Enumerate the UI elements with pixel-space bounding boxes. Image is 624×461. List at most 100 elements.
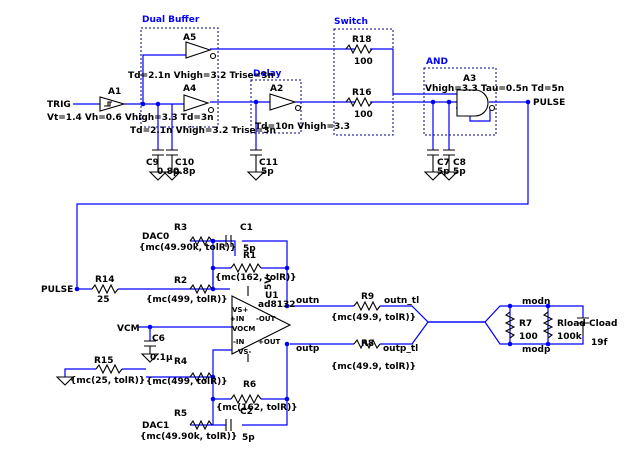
net-label-outp-tl: outp_tl bbox=[383, 344, 418, 354]
a1-name: A1 bbox=[108, 87, 121, 97]
r18-name: R18 bbox=[352, 35, 371, 45]
r1-name: R1 bbox=[243, 251, 256, 261]
a3-params: Vhigh=3.3 Tau=0.5n Td=5n bbox=[425, 84, 564, 94]
capacitor-c10 bbox=[166, 149, 178, 172]
capacitor-c7 bbox=[427, 149, 439, 172]
c6-name: C6 bbox=[152, 334, 165, 344]
resistor-r18 bbox=[345, 43, 373, 55]
resistor-r4 bbox=[189, 371, 213, 383]
r4-value: {mc(499, tolR)} bbox=[146, 377, 228, 387]
resistor-rload bbox=[542, 311, 554, 339]
a2-params: Td=10n Vhigh=3.3 bbox=[255, 122, 350, 132]
c11-value: 5p bbox=[261, 167, 274, 177]
a5-name: A5 bbox=[183, 33, 196, 43]
capacitor-c1 bbox=[225, 235, 232, 247]
opamp-u1 bbox=[231, 295, 292, 355]
r16-name: R16 bbox=[352, 88, 371, 98]
resistor-r7 bbox=[504, 311, 516, 339]
resistor-r5 bbox=[189, 419, 213, 431]
u1-supply: 5V bbox=[264, 277, 274, 290]
cload-value: 19f bbox=[591, 338, 608, 348]
c8-name: C8 bbox=[453, 158, 466, 168]
net-label-pulse-out: PULSE bbox=[533, 98, 565, 108]
schmitt-buffer-a1 bbox=[99, 96, 126, 112]
r14-value: 25 bbox=[97, 295, 110, 305]
c8-value: 5p bbox=[453, 167, 466, 177]
r8-name: R8 bbox=[361, 339, 374, 349]
buffer-a2 bbox=[269, 93, 297, 111]
net-label-outn-tl: outn_tl bbox=[384, 296, 419, 306]
a5-params: Td=2.1n Vhigh=3.2 Trise=3n bbox=[128, 71, 274, 81]
buffer-a4 bbox=[183, 94, 210, 112]
u1-pin-vocm: VOCM bbox=[232, 325, 255, 333]
r16-value: 100 bbox=[354, 110, 373, 120]
delay-box bbox=[250, 79, 302, 134]
a2-name: A2 bbox=[270, 84, 283, 94]
rload-name: Rload bbox=[557, 319, 586, 329]
u1-pin-out-minus: -OUT bbox=[256, 315, 276, 323]
rload-value: 100k bbox=[557, 332, 583, 342]
and-gate-a3 bbox=[456, 89, 489, 117]
a4-params: Td=2.1n Vhigh=3.2 Trise=3n bbox=[130, 126, 276, 136]
c9-name: C9 bbox=[146, 158, 159, 168]
resistor-r1 bbox=[230, 262, 262, 274]
net-label-pulse-in: PULSE bbox=[41, 285, 73, 295]
c7-value: 5p bbox=[437, 167, 450, 177]
resistor-r6 bbox=[230, 393, 262, 405]
r3-value: {mc(49.90k, tolR)} bbox=[139, 243, 236, 253]
a4-name: A4 bbox=[183, 84, 196, 94]
a1-params: Vt=1.4 Vh=0.6 Vhigh=3.3 Td=3n bbox=[47, 113, 214, 123]
resistor-r14 bbox=[91, 283, 119, 295]
r14-name: R14 bbox=[95, 275, 114, 285]
resistor-r2 bbox=[189, 283, 213, 295]
cload-name: Cload bbox=[589, 319, 617, 329]
u1-pin-vs-plus: VS+ bbox=[232, 306, 248, 314]
switch-title: Switch bbox=[334, 17, 368, 27]
delay-title: Delay bbox=[253, 69, 281, 79]
u1-part: ad8132 bbox=[258, 300, 296, 310]
r6-name: R6 bbox=[243, 380, 256, 390]
r2-name: R2 bbox=[174, 276, 187, 286]
c7-name: C7 bbox=[437, 158, 450, 168]
capacitor-c2 bbox=[225, 419, 232, 431]
c9-value: 0.8p bbox=[157, 167, 180, 177]
c2-name: C2 bbox=[240, 407, 253, 417]
dac1-label: DAC1 bbox=[142, 421, 169, 431]
resistor-r16 bbox=[345, 96, 373, 108]
net-label-vcm: VCM bbox=[117, 324, 140, 334]
net-label-modn: modn bbox=[522, 297, 550, 307]
r15-name: R15 bbox=[94, 356, 113, 366]
r4-name: R4 bbox=[174, 357, 187, 367]
r9-value: {mc(49.9, tolR)} bbox=[331, 313, 416, 323]
resistor-r15 bbox=[95, 363, 123, 375]
resistor-r8 bbox=[353, 338, 381, 350]
c1-name: C1 bbox=[240, 223, 253, 233]
r15-value: {mc(25, tolR)} bbox=[70, 376, 145, 386]
u1-pin-in-minus: -IN bbox=[233, 338, 245, 346]
u1-pin-in-plus: +IN bbox=[230, 315, 244, 323]
r5-name: R5 bbox=[174, 409, 187, 419]
and-title: AND bbox=[426, 57, 448, 67]
c6-value: 0.1µ bbox=[150, 353, 173, 363]
dac0-label: DAC0 bbox=[142, 232, 169, 242]
u1-name: U1 bbox=[265, 291, 279, 301]
capacitor-c8 bbox=[443, 149, 455, 172]
capacitor-c9 bbox=[152, 149, 164, 172]
net-label-outp: outp bbox=[296, 344, 320, 354]
r7-name: R7 bbox=[519, 319, 532, 329]
r1-value: {mc(162, tolR)} bbox=[215, 273, 297, 283]
c10-value: 0.8p bbox=[173, 167, 196, 177]
net-label-trig: TRIG bbox=[47, 100, 71, 110]
r3-name: R3 bbox=[174, 223, 187, 233]
buffer-a5 bbox=[185, 41, 212, 59]
c1-value: 5p bbox=[243, 244, 256, 254]
c2-value: 5p bbox=[242, 433, 255, 443]
resistor-r9 bbox=[353, 300, 381, 312]
r6-value: {mc(162, tolR)} bbox=[216, 403, 298, 413]
r18-value: 100 bbox=[354, 57, 373, 67]
r9-name: R9 bbox=[361, 292, 374, 302]
c10-name: C10 bbox=[175, 158, 194, 168]
